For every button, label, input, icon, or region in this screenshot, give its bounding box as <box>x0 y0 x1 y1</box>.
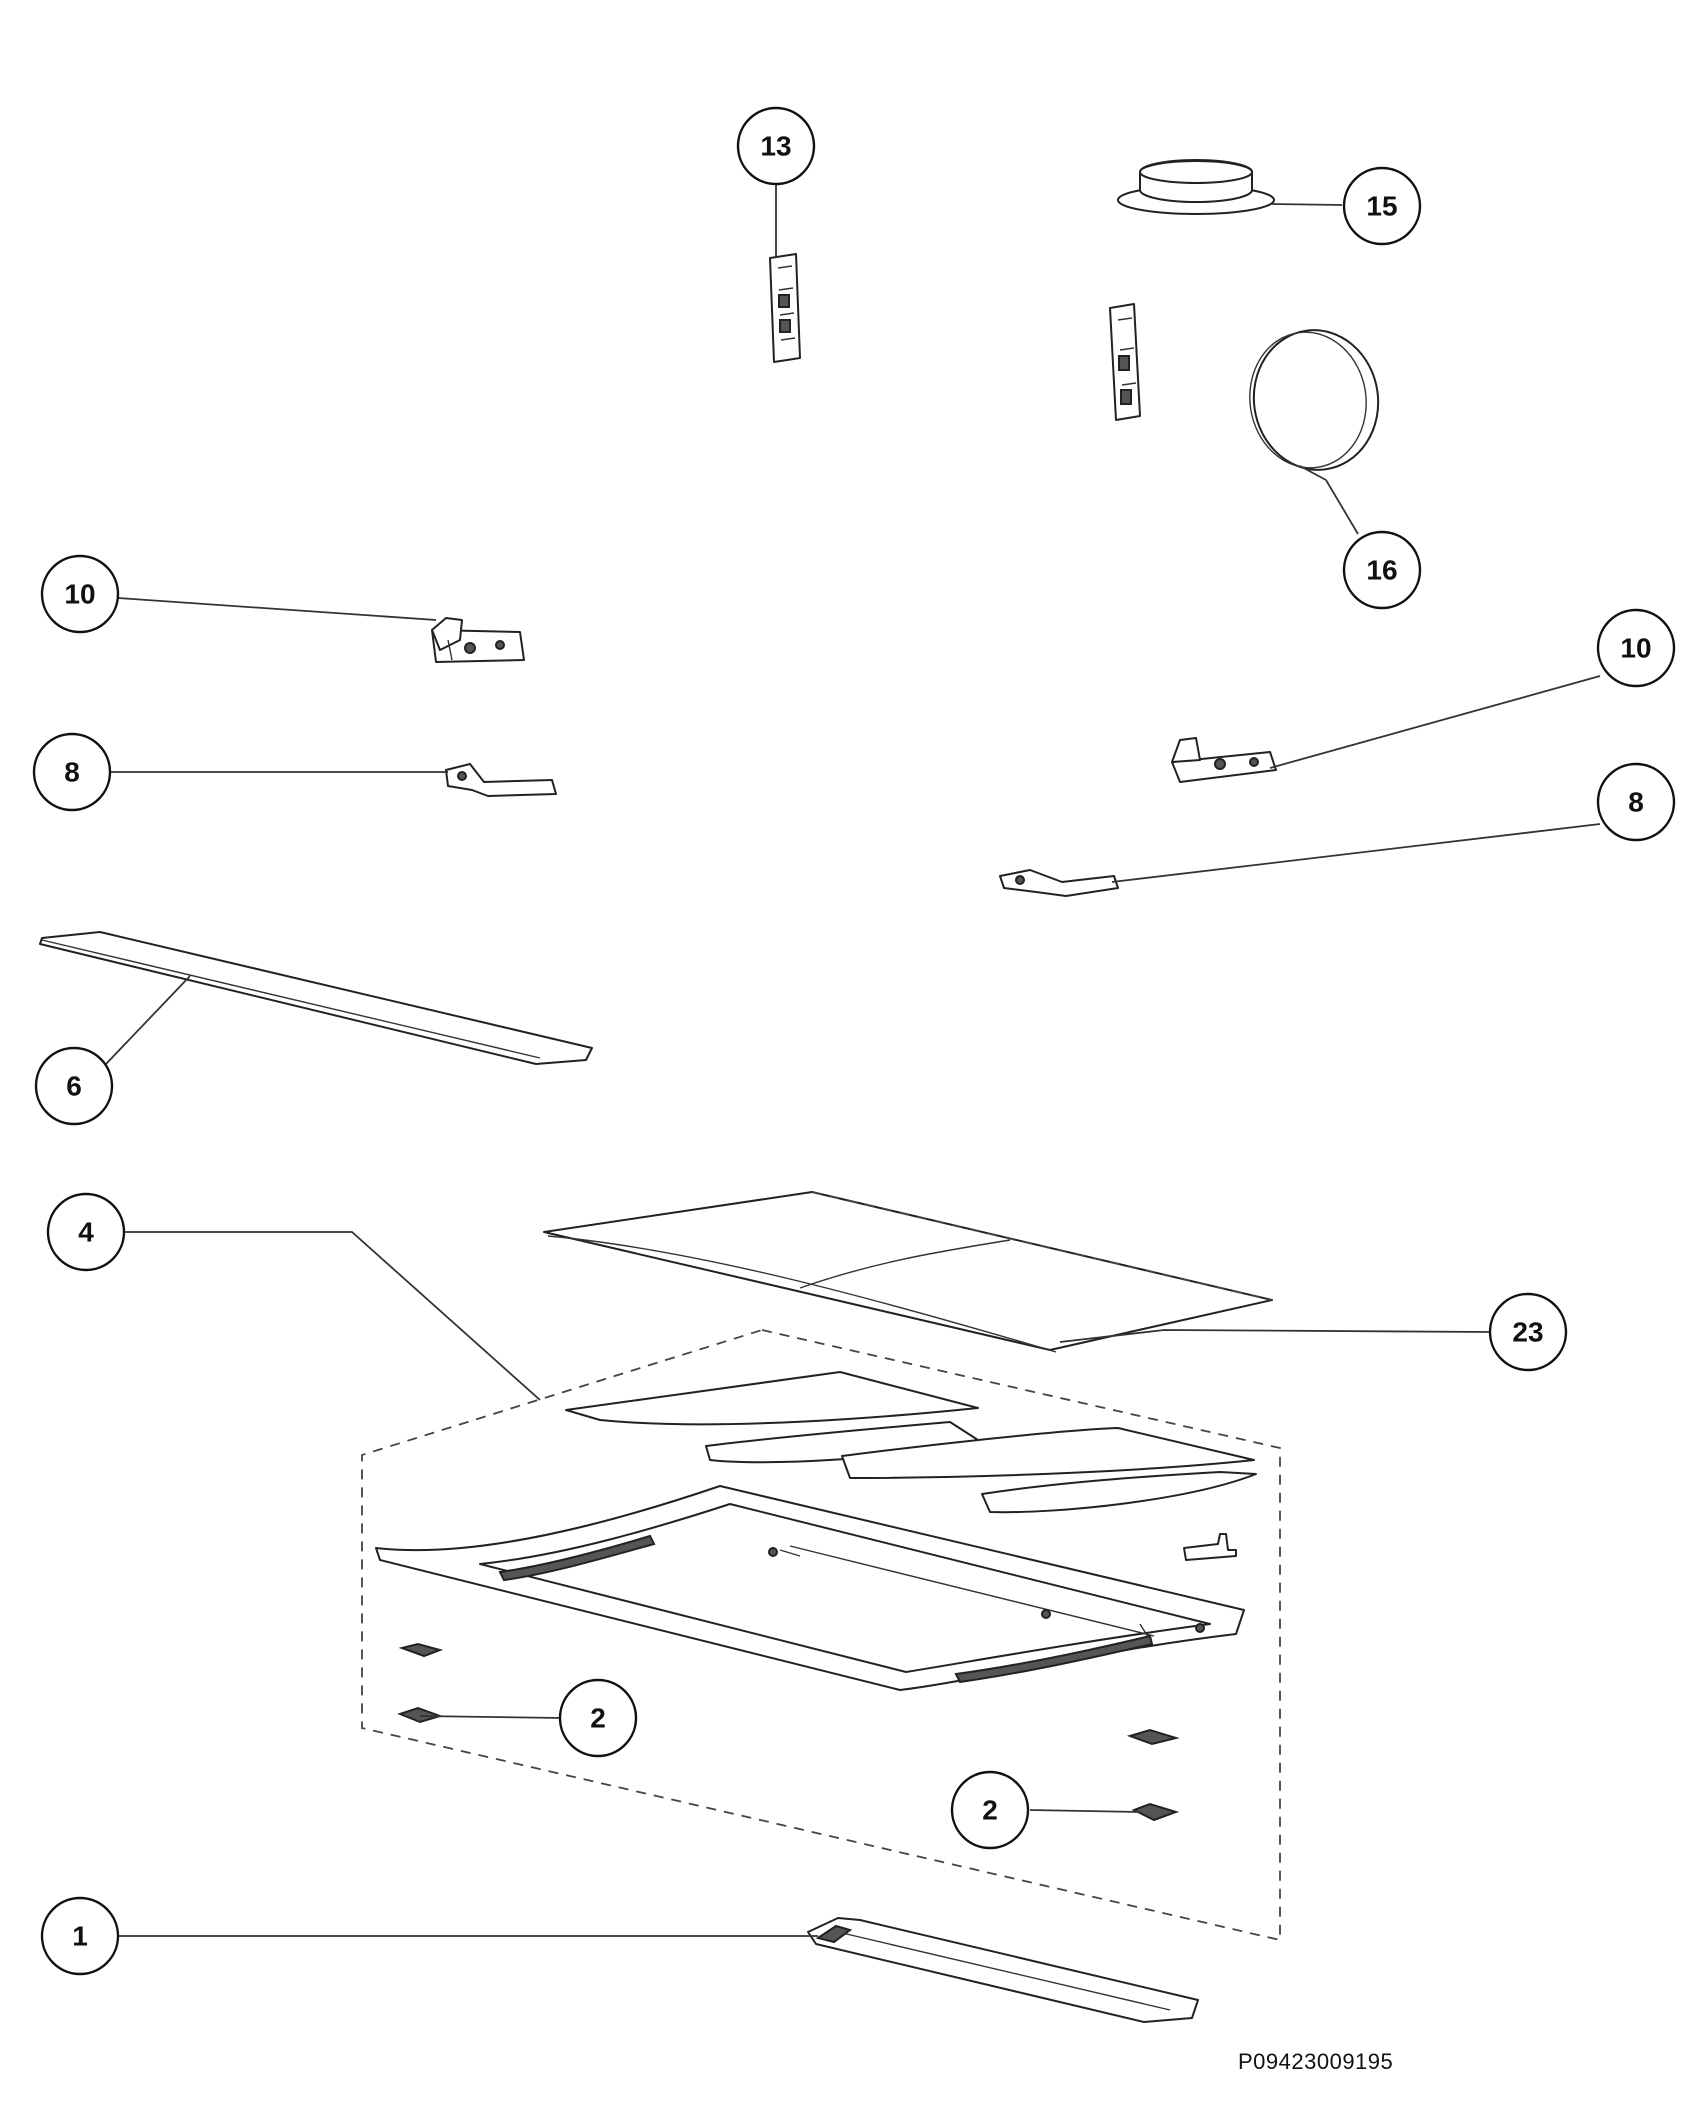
callout-label-2-right: 2 <box>982 1795 998 1826</box>
part-16-disc <box>1249 329 1380 471</box>
part-13-hinge-plate <box>769 253 801 363</box>
callout-10-right: 10 <box>1596 608 1676 688</box>
part-10-hinge-right <box>1171 737 1277 783</box>
callout-label-10-right: 10 <box>1620 633 1651 664</box>
part-1-handle <box>807 1917 1199 2023</box>
callout-16: 16 <box>1342 530 1422 610</box>
part-4-assembly-outline <box>361 1329 1281 1942</box>
door-frame <box>375 1485 1245 1691</box>
callout-label-8-right: 8 <box>1628 787 1644 818</box>
insulation-panels <box>565 1371 1257 1514</box>
part-2-fasteners <box>397 1642 1180 1822</box>
part-15-ring <box>1117 159 1275 215</box>
callout-10-left: 10 <box>40 554 120 634</box>
callout-13: 13 <box>736 106 816 186</box>
callout-4: 4 <box>46 1192 126 1272</box>
callout-8-right: 8 <box>1596 762 1676 842</box>
callout-label-4: 4 <box>78 1217 94 1248</box>
drawing-code: P09423009195 <box>1238 2049 1394 2074</box>
part-10-hinge-left <box>431 617 525 663</box>
hinge-plate <box>1109 303 1141 421</box>
callout-15: 15 <box>1342 166 1422 246</box>
callout-2-right: 2 <box>950 1770 1030 1850</box>
callout-23: 23 <box>1488 1292 1568 1372</box>
callout-2-left: 2 <box>558 1678 638 1758</box>
part-8-latch-right <box>999 869 1119 897</box>
callout-6: 6 <box>34 1046 114 1126</box>
callout-label-6: 6 <box>66 1071 82 1102</box>
callout-1: 1 <box>40 1896 120 1976</box>
callout-label-1: 1 <box>72 1921 88 1952</box>
callout-label-15: 15 <box>1366 191 1397 222</box>
callout-label-10-left: 10 <box>64 579 95 610</box>
leader-lines <box>105 184 1601 1937</box>
clip <box>1183 1533 1237 1561</box>
callout-label-16: 16 <box>1366 555 1397 586</box>
part-8-latch-left <box>445 763 557 797</box>
callout-8-left: 8 <box>32 732 112 812</box>
callout-label-13: 13 <box>760 131 791 162</box>
callout-label-8-left: 8 <box>64 757 80 788</box>
callout-label-2-left: 2 <box>590 1703 606 1734</box>
callout-label-23: 23 <box>1512 1317 1543 1348</box>
part-23-glass-panel <box>543 1191 1273 1353</box>
part-6-trim-strip <box>39 931 593 1065</box>
